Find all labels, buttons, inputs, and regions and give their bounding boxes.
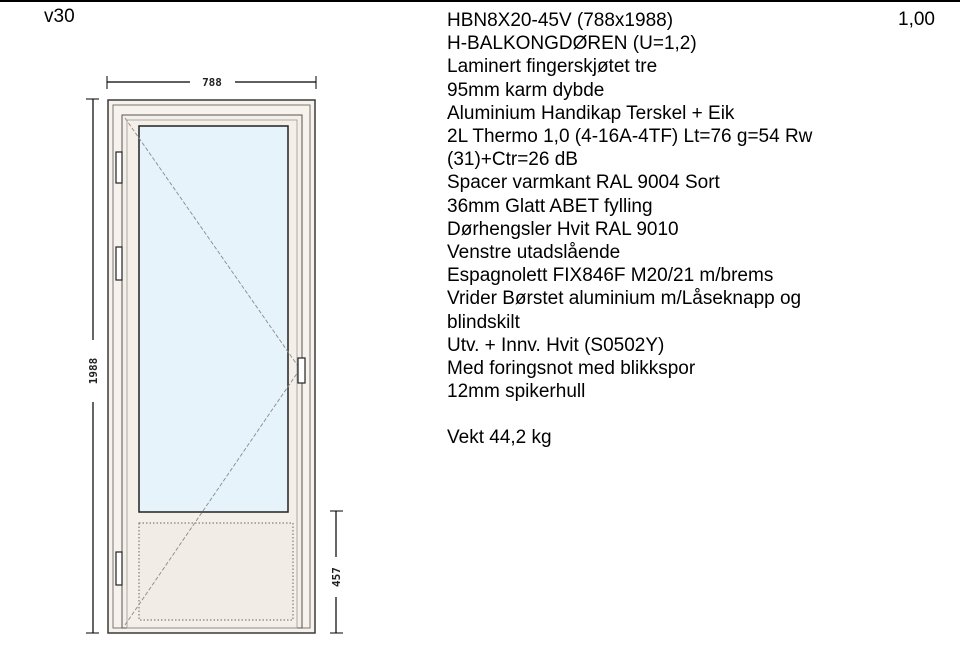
panel-dimension-label: 457 <box>330 567 343 587</box>
spec-line-espagnolette: Espagnolett FIX846F M20/21 m/brems <box>447 265 774 287</box>
handle-icon <box>297 357 306 384</box>
opening-line-lower <box>124 368 301 626</box>
spec-line-nail-holes: 12mm spikerhull <box>447 381 586 403</box>
door-drawing: 788 1988 457 <box>86 76 343 634</box>
hinge-middle-icon <box>115 246 123 281</box>
weight-text: Vekt 44,2 kg <box>447 427 552 449</box>
width-dimension-label: 788 <box>202 76 222 89</box>
glass-pane <box>138 125 289 513</box>
spec-line-handle: Vrider Børstet aluminium m/Låseknapp og <box>447 288 802 310</box>
spec-line-frame-depth: 95mm karm dybde <box>447 79 605 101</box>
spec-line-panel: 36mm Glatt ABET fylling <box>447 195 653 217</box>
spec-line-product: H-BALKONGDØREN (U=1,2) <box>447 33 697 55</box>
spec-line-threshold: Aluminium Handikap Terskel + Eik <box>447 102 735 124</box>
height-dimension: 1988 <box>86 98 100 634</box>
spec-line-lining: Med foringsnot med blikkspor <box>447 358 696 380</box>
spec-line-glazing: 2L Thermo 1,0 (4-16A-4TF) Lt=76 g=54 Rw <box>447 126 813 148</box>
hinge-bottom-icon <box>115 551 123 586</box>
spec-line-spacer: Spacer varmkant RAL 9004 Sort <box>447 172 720 194</box>
spec-line-model: HBN8X20-45V (788x1988) <box>447 10 674 31</box>
height-dimension-label: 1988 <box>87 358 100 385</box>
sash-inner-edge <box>126 119 298 629</box>
quantity-value: 1,00 <box>898 9 935 30</box>
spec-line-finish: Utv. + Innv. Hvit (S0502Y) <box>447 334 665 356</box>
spec-line-hinges: Dørhengsler Hvit RAL 9010 <box>447 218 679 240</box>
specification-list: HBN8X20-45V (788x1988) H-BALKONGDØREN (U… <box>447 9 892 450</box>
spec-line-handle-cont: blindskilt <box>447 311 520 333</box>
width-dimension: 788 <box>106 76 317 89</box>
position-label: v30 <box>44 6 75 27</box>
hinge-top-icon <box>115 151 123 184</box>
spec-line-opening: Venstre utadslående <box>447 242 621 264</box>
spec-line-material: Laminert fingerskjøtet tre <box>447 56 658 78</box>
panel-dimension: 457 <box>330 510 343 634</box>
spec-line-glazing-cont: (31)+Ctr=26 dB <box>447 149 578 171</box>
bottom-panel <box>138 522 294 621</box>
top-rule <box>0 0 960 2</box>
opening-line-upper <box>124 117 301 370</box>
